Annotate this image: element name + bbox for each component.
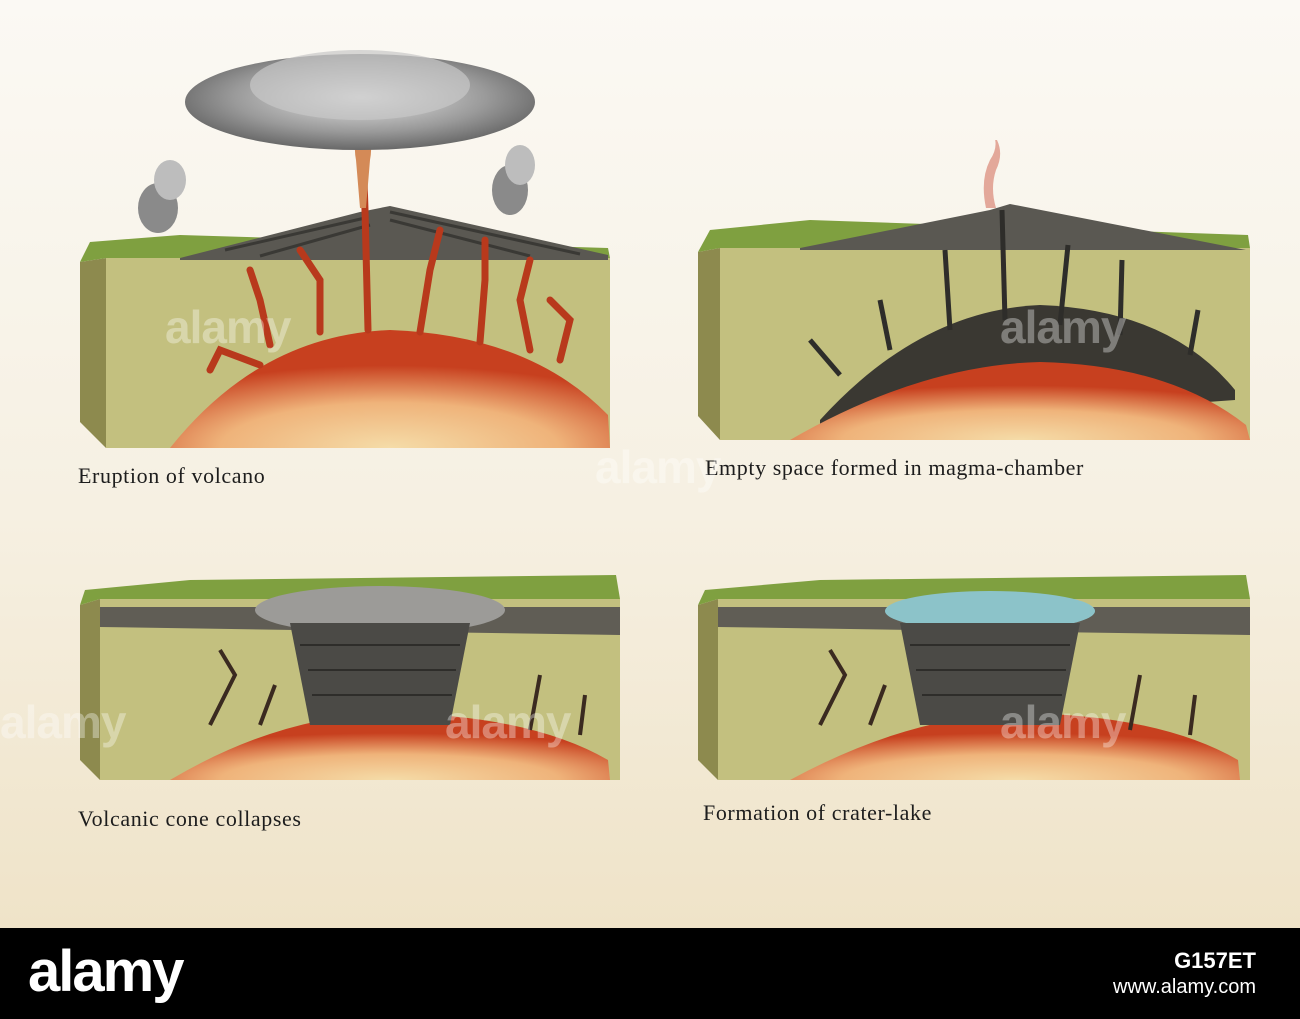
illustration-canvas: Eruption of volcano Empty space formed i… bbox=[0, 0, 1300, 928]
caption-cone-collapse: Volcanic cone collapses bbox=[78, 806, 302, 831]
volcanic-cone bbox=[180, 206, 608, 260]
magma-chamber bbox=[790, 362, 1250, 440]
collapsed-rubble bbox=[290, 623, 470, 725]
image-id-block: G157ET www.alamy.com bbox=[1113, 948, 1256, 1000]
panel-cone-collapse-illustration bbox=[80, 575, 620, 780]
watermark: alamy bbox=[1000, 696, 1126, 748]
watermark: alamy bbox=[0, 696, 126, 748]
volcanic-cone bbox=[800, 204, 1246, 250]
crater-lake-water bbox=[885, 591, 1095, 631]
site-url[interactable]: www.alamy.com bbox=[1113, 976, 1256, 998]
caption-crater-lake: Formation of crater-lake bbox=[703, 800, 932, 825]
caption-eruption: Eruption of volcano bbox=[78, 463, 266, 488]
panel-eruption-illustration bbox=[80, 50, 610, 448]
collapsed-rubble bbox=[900, 623, 1080, 725]
watermark: alamy bbox=[445, 696, 571, 748]
alamy-logo[interactable]: alamy bbox=[28, 939, 184, 1004]
magma-chamber bbox=[790, 713, 1240, 780]
magma-chamber bbox=[170, 330, 610, 448]
image-id: G157ET bbox=[1174, 948, 1256, 973]
watermark: alamy bbox=[165, 301, 291, 353]
block-side-face bbox=[80, 258, 106, 448]
panel-crater-lake-illustration bbox=[698, 575, 1250, 780]
empty-veins bbox=[808, 209, 1201, 377]
caption-empty-chamber: Empty space formed in magma-chamber bbox=[705, 455, 1084, 480]
panel-empty-chamber-illustration bbox=[698, 140, 1250, 440]
smoke-plumes bbox=[138, 145, 535, 233]
magma-chamber bbox=[170, 713, 610, 780]
steam-plume bbox=[983, 140, 1001, 208]
watermark: alamy bbox=[1000, 301, 1126, 353]
caldera-floor bbox=[255, 586, 505, 634]
footer-bar: alamy G157ET www.alamy.com bbox=[0, 928, 1300, 1019]
watermark: alamy bbox=[595, 441, 721, 493]
